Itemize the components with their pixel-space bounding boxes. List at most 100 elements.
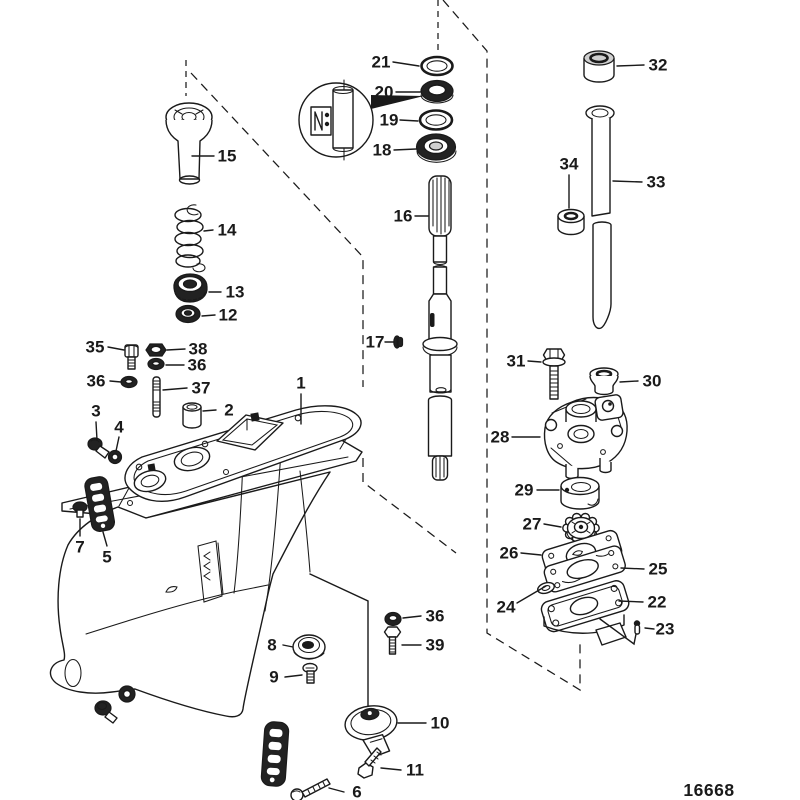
part-29-drive-sleeve bbox=[560, 476, 600, 510]
part-1-gearcase-housing bbox=[49, 405, 363, 718]
part-38-nut bbox=[145, 343, 167, 357]
callout-29[interactable]: 29 bbox=[515, 481, 534, 500]
callout-16[interactable]: 16 bbox=[394, 207, 413, 226]
leader-line-2 bbox=[202, 409, 217, 412]
part-20-oil-seal bbox=[420, 79, 454, 104]
part-39-bolt bbox=[383, 626, 402, 655]
leader-line-32 bbox=[616, 64, 645, 67]
callout-8[interactable]: 8 bbox=[267, 636, 276, 655]
callout-4[interactable]: 4 bbox=[114, 418, 124, 437]
part-28-pump-housing bbox=[543, 394, 628, 480]
part-31-bolt bbox=[542, 348, 566, 400]
leader-line-8 bbox=[282, 644, 294, 648]
part-16-driveshaft bbox=[422, 175, 458, 481]
part-36-washer-a bbox=[147, 357, 165, 371]
callout-5[interactable]: 5 bbox=[102, 548, 111, 567]
callout-layer: 1234567891011121314151617181920212223242… bbox=[75, 53, 674, 800]
leader-line-36 bbox=[402, 615, 422, 619]
callout-26[interactable]: 26 bbox=[500, 544, 519, 563]
leader-line-5 bbox=[102, 531, 108, 547]
part-14-spring bbox=[174, 204, 206, 273]
callout-1[interactable]: 1 bbox=[296, 374, 305, 393]
leader-line-30 bbox=[619, 380, 639, 383]
construction-lines bbox=[185, 0, 581, 692]
callout-37[interactable]: 37 bbox=[192, 379, 211, 398]
leader-line-37 bbox=[162, 387, 188, 391]
leader-line-23 bbox=[644, 627, 655, 630]
callout-31[interactable]: 31 bbox=[507, 352, 526, 371]
leader-line-14 bbox=[203, 229, 214, 232]
callout-32[interactable]: 32 bbox=[649, 56, 668, 75]
callout-30[interactable]: 30 bbox=[643, 372, 662, 391]
leader-line-9 bbox=[284, 674, 303, 678]
callout-36[interactable]: 36 bbox=[188, 356, 207, 375]
part-6-bolt bbox=[290, 778, 331, 800]
callout-27[interactable]: 27 bbox=[523, 515, 542, 534]
part-4-washer-upper bbox=[107, 449, 123, 465]
part-7-screw bbox=[72, 501, 88, 518]
callout-14[interactable]: 14 bbox=[218, 221, 237, 240]
callout-9[interactable]: 9 bbox=[269, 668, 278, 687]
callout-3[interactable]: 3 bbox=[91, 402, 100, 421]
callout-15[interactable]: 15 bbox=[218, 147, 237, 166]
callout-36[interactable]: 36 bbox=[87, 372, 106, 391]
leader-line-33 bbox=[612, 180, 643, 183]
leader-line-24 bbox=[516, 585, 547, 604]
callout-28[interactable]: 28 bbox=[491, 428, 510, 447]
leader-line-38 bbox=[166, 348, 186, 351]
callout-24[interactable]: 24 bbox=[497, 598, 516, 617]
callout-6[interactable]: 6 bbox=[352, 783, 361, 800]
part-8-seal-carrier bbox=[292, 634, 326, 660]
leader-line-21 bbox=[392, 61, 420, 67]
callout-39[interactable]: 39 bbox=[426, 636, 445, 655]
callout-25[interactable]: 25 bbox=[649, 560, 668, 579]
part-3-screw-lower bbox=[94, 700, 118, 724]
callout-34[interactable]: 34 bbox=[560, 155, 579, 174]
callout-2[interactable]: 2 bbox=[224, 401, 233, 420]
callout-33[interactable]: 33 bbox=[647, 173, 666, 192]
part-18-bearing bbox=[415, 133, 457, 163]
callout-18[interactable]: 18 bbox=[373, 141, 392, 160]
leader-line-27 bbox=[543, 523, 562, 528]
callout-35[interactable]: 35 bbox=[86, 338, 105, 357]
part-35-bolt bbox=[124, 344, 139, 370]
part-25-gasket bbox=[543, 545, 626, 593]
callout-12[interactable]: 12 bbox=[219, 306, 238, 325]
leader-line-6 bbox=[328, 787, 345, 793]
callout-10[interactable]: 10 bbox=[431, 714, 450, 733]
callout-36[interactable]: 36 bbox=[426, 607, 445, 626]
callout-21[interactable]: 21 bbox=[372, 53, 391, 72]
callout-11[interactable]: 11 bbox=[406, 761, 424, 780]
leader-line-31 bbox=[527, 360, 542, 363]
seal-detail-inset bbox=[298, 79, 424, 161]
part-19-o-ring bbox=[418, 109, 454, 131]
callout-22[interactable]: 22 bbox=[648, 593, 667, 612]
callout-7[interactable]: 7 bbox=[75, 538, 84, 557]
drawing-number: 16668 bbox=[683, 780, 734, 800]
part-10-water-pickup bbox=[344, 705, 398, 758]
callout-38[interactable]: 38 bbox=[189, 340, 208, 359]
part-12-locknut bbox=[175, 304, 201, 324]
callout-23[interactable]: 23 bbox=[656, 620, 675, 639]
part-3-screw-upper bbox=[87, 437, 110, 459]
part-22-pump-base bbox=[540, 580, 630, 646]
callout-19[interactable]: 19 bbox=[380, 111, 399, 130]
part-32-seal-cup bbox=[583, 50, 615, 83]
leader-line-35 bbox=[107, 346, 125, 351]
callout-20[interactable]: 20 bbox=[375, 83, 394, 102]
leader-line-26 bbox=[520, 552, 542, 556]
leader-line-3 bbox=[95, 421, 98, 441]
part-36-nut-c bbox=[384, 611, 402, 627]
part-11-bolt bbox=[357, 747, 382, 779]
callout-17[interactable]: 17 bbox=[366, 333, 385, 352]
part-2-bushing bbox=[182, 402, 202, 429]
part-4-washer-lower bbox=[118, 685, 136, 703]
part-36-washer-b bbox=[120, 375, 138, 389]
leader-line-4 bbox=[115, 436, 120, 452]
callout-13[interactable]: 13 bbox=[226, 283, 245, 302]
part-13-flanged-nut bbox=[173, 273, 208, 303]
leader-line-18 bbox=[393, 148, 417, 151]
part-15-guide-tube bbox=[165, 102, 213, 185]
